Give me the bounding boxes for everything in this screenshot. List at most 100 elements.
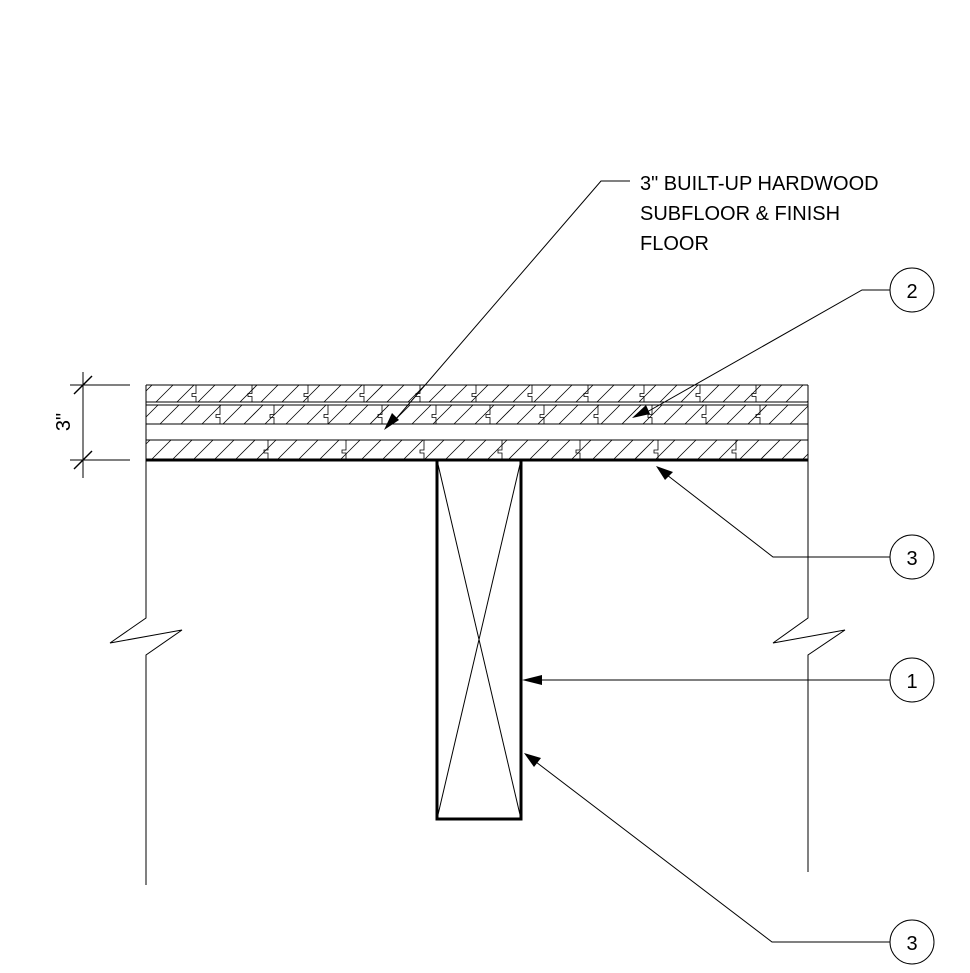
board-joint <box>575 440 581 460</box>
hatch-line <box>659 384 678 403</box>
hatch-line <box>533 384 552 403</box>
hatch-line <box>159 404 180 425</box>
hatch-line <box>617 384 636 403</box>
thickness-dimension: 3" <box>53 372 130 478</box>
hatch-line <box>491 384 510 403</box>
board-joint <box>191 385 197 402</box>
right-wall-break <box>772 385 846 872</box>
callout-1: 1 <box>522 657 935 703</box>
base-layer-hatch <box>145 439 809 461</box>
hatch-line <box>264 404 285 425</box>
hatch-line <box>306 404 327 425</box>
hatch-line <box>516 404 537 425</box>
hatch-line <box>512 384 531 403</box>
board-joint <box>497 440 503 460</box>
hatch-line <box>297 439 319 461</box>
hatch-line <box>402 439 424 461</box>
hatch-line <box>339 439 361 461</box>
hatch-line <box>243 404 264 425</box>
hatch-line <box>276 439 298 461</box>
board-joint <box>701 405 707 424</box>
hatch-line <box>449 384 468 403</box>
callout-3-upper: 3 <box>656 466 935 580</box>
hatch-line <box>365 384 384 403</box>
note-line-2: SUBFLOOR & FINISH <box>640 203 840 225</box>
hatch-line <box>218 384 237 403</box>
hatch-line <box>470 384 489 403</box>
callout-3-lower: 3 <box>524 753 935 965</box>
board-joint <box>653 440 659 460</box>
hatch-line <box>323 384 342 403</box>
hatch-line <box>348 404 369 425</box>
left-wall-break <box>109 385 183 885</box>
board-joint <box>247 385 253 402</box>
hatch-line <box>642 404 663 425</box>
board-joint <box>695 385 701 402</box>
board-joint <box>323 405 329 424</box>
hatch-line <box>738 439 760 461</box>
hatch-line <box>411 404 432 425</box>
hatch-line <box>696 439 718 461</box>
hatch-line <box>663 404 684 425</box>
board-joint <box>539 405 545 424</box>
hatch-line <box>428 384 447 403</box>
hatch-line <box>705 404 726 425</box>
hatch-line <box>579 404 600 425</box>
callout-number: 3 <box>906 548 917 570</box>
dimension-label: 3" <box>53 413 75 431</box>
hatch-line <box>549 439 571 461</box>
hatch-line <box>768 404 789 425</box>
callout-2: 2 <box>632 267 935 418</box>
hatch-line <box>785 384 804 403</box>
hatch-line <box>465 439 487 461</box>
board-joint <box>731 440 737 460</box>
hatch-line <box>474 404 495 425</box>
board-joint <box>377 405 383 424</box>
hatch-line <box>486 439 508 461</box>
hatch-line <box>201 404 222 425</box>
board-joint <box>303 385 309 402</box>
hatch-line <box>600 404 621 425</box>
callout-number: 1 <box>906 671 917 693</box>
hatch-line <box>171 439 193 461</box>
board-joint <box>485 405 491 424</box>
hatch-line <box>150 439 172 461</box>
hatch-line <box>155 384 174 403</box>
hatch-line <box>327 404 348 425</box>
hatch-line <box>680 384 699 403</box>
board-joint <box>583 385 589 402</box>
finish-floor-hatch <box>145 384 809 403</box>
hatch-line <box>621 404 642 425</box>
hatch-line <box>780 439 802 461</box>
hatch-line <box>145 384 153 392</box>
callout-bubble <box>889 267 935 313</box>
hatch-line <box>234 439 256 461</box>
board-joint <box>593 405 599 424</box>
hatch-line <box>801 453 809 461</box>
board-joint <box>647 405 653 424</box>
hatch-line <box>759 439 781 461</box>
board-joint <box>431 405 437 424</box>
arrowhead <box>384 413 399 430</box>
hatch-line <box>554 384 573 403</box>
hatch-line <box>701 384 720 403</box>
hatch-line <box>570 439 592 461</box>
board-joint <box>269 405 275 424</box>
hatch-line <box>726 404 747 425</box>
board-joint <box>359 385 365 402</box>
hatch-line <box>381 439 403 461</box>
floor-assembly <box>145 384 809 462</box>
hatch-line <box>386 384 405 403</box>
hatch-line <box>344 384 363 403</box>
board-joint <box>755 405 761 424</box>
hatch-line <box>176 384 195 403</box>
hatch-line <box>612 439 634 461</box>
hatch-line <box>764 384 783 403</box>
hatch-line <box>281 384 300 403</box>
board-joint <box>215 405 221 424</box>
hatch-line <box>318 439 340 461</box>
hatch-line <box>558 404 579 425</box>
hatch-line <box>285 404 306 425</box>
callout-number: 2 <box>906 281 917 303</box>
